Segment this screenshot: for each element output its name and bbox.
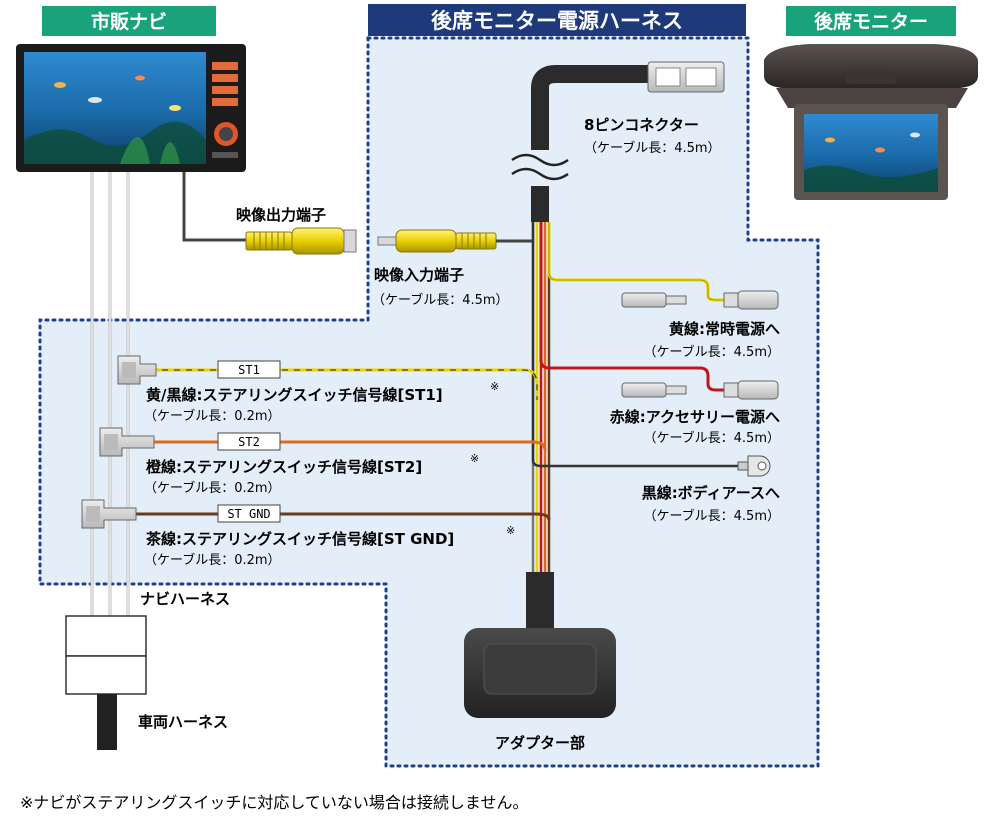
- video-in-length: （ケーブル長：4.5m）: [372, 292, 509, 308]
- st1-tag: [217, 360, 281, 379]
- vehicle-harness-cable: [97, 694, 117, 750]
- yellow-line-label: 黄線:常時電源へ: [669, 320, 780, 338]
- navi-title: 市販ナビ: [91, 10, 167, 33]
- stgnd-length: （ケーブル長：0.2m）: [144, 552, 281, 568]
- stgnd-plug: [81, 499, 137, 529]
- red-wire: [539, 222, 740, 392]
- cable-break-symbol: [511, 150, 569, 186]
- black-line-label: 黒線:ボディアースへ: [642, 484, 780, 502]
- black-line-length: （ケーブル長：4.5m）: [643, 508, 780, 524]
- video-out-label: 映像出力端子: [236, 206, 326, 224]
- red-terminal: [621, 380, 779, 400]
- st2-tag: [217, 432, 281, 451]
- yellow-terminal: [621, 290, 779, 310]
- rca-video-in-plug: [377, 229, 497, 253]
- st2-tag-text: ST2: [238, 435, 260, 449]
- yellow-line-length: （ケーブル長：4.5m）: [643, 344, 780, 360]
- trunk-cable-lower: [526, 572, 554, 632]
- rear-monitor: [764, 44, 978, 200]
- st1-plug: [117, 355, 157, 385]
- vehicle-harness-connector: [65, 655, 147, 695]
- trunk-cable-upper: [531, 65, 648, 168]
- stgnd-wire: [132, 512, 551, 521]
- vehicle-harness-label: 車両ハーネス: [138, 713, 228, 731]
- st1-length: （ケーブル長：0.2m）: [144, 408, 281, 424]
- st2-label: 橙線:ステアリングスイッチ信号線[ST2]: [146, 458, 422, 476]
- video-in-label: 映像入力端子: [374, 266, 464, 284]
- stgnd-tag-text: ST GND: [227, 507, 270, 521]
- adapter-unit: [464, 628, 616, 718]
- st2-wire: [148, 440, 547, 451]
- rca-video-out-jack: [245, 227, 357, 255]
- navi-unit: [16, 44, 246, 172]
- adapter-label: アダプター部: [495, 734, 585, 752]
- connector-8pin-length: （ケーブル長：4.5m）: [584, 140, 721, 156]
- trunk-cable-mid: [531, 186, 549, 222]
- harness-zone: [38, 36, 820, 768]
- 8pin-connector: [647, 61, 725, 93]
- st1-note-mark: ※: [490, 380, 499, 393]
- stgnd-note-mark: ※: [506, 524, 515, 537]
- st1-tag-text: ST1: [238, 363, 260, 377]
- video-out-cable: [182, 172, 250, 242]
- black-wire: [531, 222, 740, 468]
- monitor-title: 後席モニター: [814, 10, 928, 33]
- stgnd-label: 茶線:ステアリングスイッチ信号線[ST GND]: [146, 530, 454, 548]
- st2-plug: [99, 427, 155, 457]
- connector-8pin-label: 8ピンコネクター: [584, 116, 699, 134]
- navi-title-box: [42, 6, 216, 36]
- monitor-title-box: [786, 6, 956, 36]
- red-line-length: （ケーブル長：4.5m）: [643, 430, 780, 446]
- harness-title: 後席モニター電源ハーネス: [431, 9, 683, 33]
- footnote: ※ナビがステアリングスイッチに対応していない場合は接続しません。: [20, 793, 528, 812]
- st2-length: （ケーブル長：0.2m）: [144, 480, 281, 496]
- stgnd-tag: [217, 504, 281, 523]
- navi-harness-connector: [65, 615, 147, 657]
- earth-terminal: [737, 455, 771, 477]
- st1-label: 黄/黒線:ステアリングスイッチ信号線[ST1]: [146, 386, 443, 404]
- harness-title-box: [368, 4, 746, 36]
- navi-harness-label: ナビハーネス: [140, 590, 230, 608]
- red-line-label: 赤線:アクセサリー電源へ: [610, 408, 780, 426]
- st2-note-mark: ※: [470, 452, 479, 465]
